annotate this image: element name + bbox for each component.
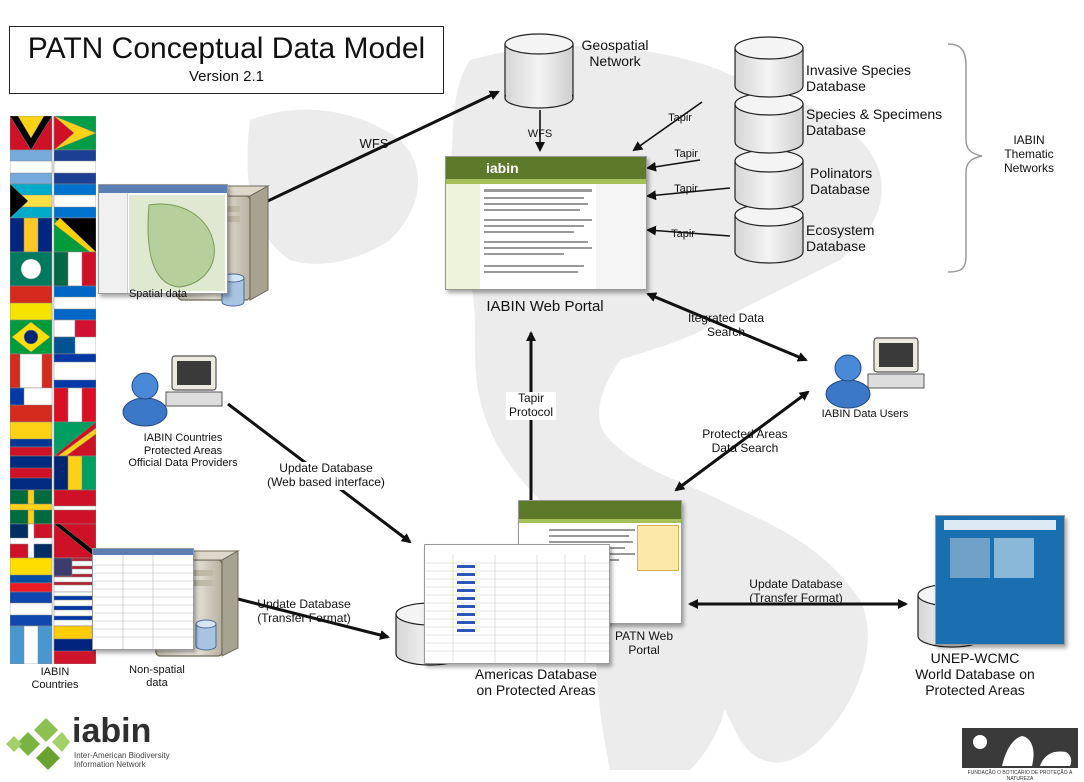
database-ecosystem <box>734 203 804 264</box>
ecosystem-db-label: Ecosystem Database <box>806 222 875 255</box>
geospatial-network-label: Geospatial Network <box>581 37 649 70</box>
arrow-integrated-search <box>646 292 808 362</box>
thematic-networks-label: IABIN Thematic Networks <box>1003 133 1054 175</box>
species-db-label: Species & Specimens Database <box>806 106 943 139</box>
arrow-wfs-left <box>252 90 500 210</box>
tapir-label-4: Tapir <box>671 228 695 240</box>
boticario-logo-text: FUNDAÇÃO O BOTICÁRIO DE PROTEÇÃO À NATUR… <box>967 770 1073 782</box>
country-flags-icon <box>9 115 97 665</box>
nonspatial-data-label: Non-spatial data <box>129 664 185 689</box>
database-polinators <box>734 149 804 210</box>
iabin-logo-name: iabin <box>72 712 152 750</box>
americas-db-label: Americas Database on Protected Areas <box>474 666 598 699</box>
version-label: Version 2.1 <box>188 68 265 85</box>
thematic-bracket <box>947 43 983 273</box>
protected-search-label: Protected Areas Data Search <box>702 427 788 455</box>
iabin-logo: iabin Inter-American Biodiversity Inform… <box>6 712 196 774</box>
user-computer-icon-providers <box>122 355 223 427</box>
arrow-tapir-4 <box>646 225 731 237</box>
user-computer-icon-data-users <box>825 337 925 409</box>
iabin-countries-label: IABIN Countries <box>31 666 79 691</box>
arrow-protected-search <box>674 390 810 492</box>
arrow-tapir-1 <box>632 101 703 152</box>
update-web-label: Update Database (Web based interface) <box>256 461 396 490</box>
tapir-protocol-label: Tapir Protocol <box>506 391 556 420</box>
page-title: PATN Conceptual Data Model <box>27 32 426 65</box>
polinators-db-label: Polinators Database <box>810 165 873 198</box>
iabin-logo-subtitle: Inter-American Biodiversity Information … <box>74 751 170 769</box>
iabin-logo-icon <box>6 718 70 770</box>
database-invasive <box>734 36 804 98</box>
flags-column <box>9 115 97 665</box>
data-users-label: IABIN Data Users <box>821 408 909 420</box>
patn-portal-label: PATN Web Portal <box>614 629 673 657</box>
unep-label: UNEP-WCMC World Database on Protected Ar… <box>915 650 1035 699</box>
arrow-tapir-2 <box>646 159 701 172</box>
arrow-update-transfer-left <box>225 594 390 640</box>
update-transfer-left-label: Update Database (Transfer Format) <box>257 597 351 625</box>
unep-report-cover <box>935 515 1065 645</box>
nonspatial-table-screenshot <box>92 548 194 650</box>
portal-brand: iabin <box>486 160 519 176</box>
database-species <box>734 92 804 154</box>
database-geospatial <box>504 33 574 109</box>
boticario-logo-icon <box>962 728 1078 768</box>
title-box: PATN Conceptual Data Model Version 2.1 <box>9 26 444 94</box>
spatial-data-label: Spatial data <box>128 288 188 300</box>
invasive-db-label: Invasive Species Database <box>806 62 912 95</box>
wfs-top-label: WFS <box>527 128 553 140</box>
arrow-tapir-3 <box>646 187 731 201</box>
countries-providers-label: IABIN Countries Protected Areas Official… <box>128 432 238 470</box>
wfs-left-label: WFS <box>359 136 389 151</box>
integrated-search-label: Itegrated Data Search <box>687 311 765 339</box>
americas-db-table-screenshot <box>424 544 610 664</box>
tapir-label-1: Tapir <box>668 112 692 124</box>
iabin-web-portal-screenshot: iabin <box>445 156 647 290</box>
tapir-label-3: Tapir <box>674 183 698 195</box>
update-transfer-right-label: Update Database (Transfer Format) <box>749 577 843 605</box>
iabin-web-portal-label: IABIN Web Portal <box>486 298 604 315</box>
spatial-map-screenshot <box>98 184 228 294</box>
tapir-label-2: Tapir <box>674 148 698 160</box>
database-stack <box>734 36 804 264</box>
boticario-logo: FUNDAÇÃO O BOTICÁRIO DE PROTEÇÃO À NATUR… <box>962 728 1078 782</box>
